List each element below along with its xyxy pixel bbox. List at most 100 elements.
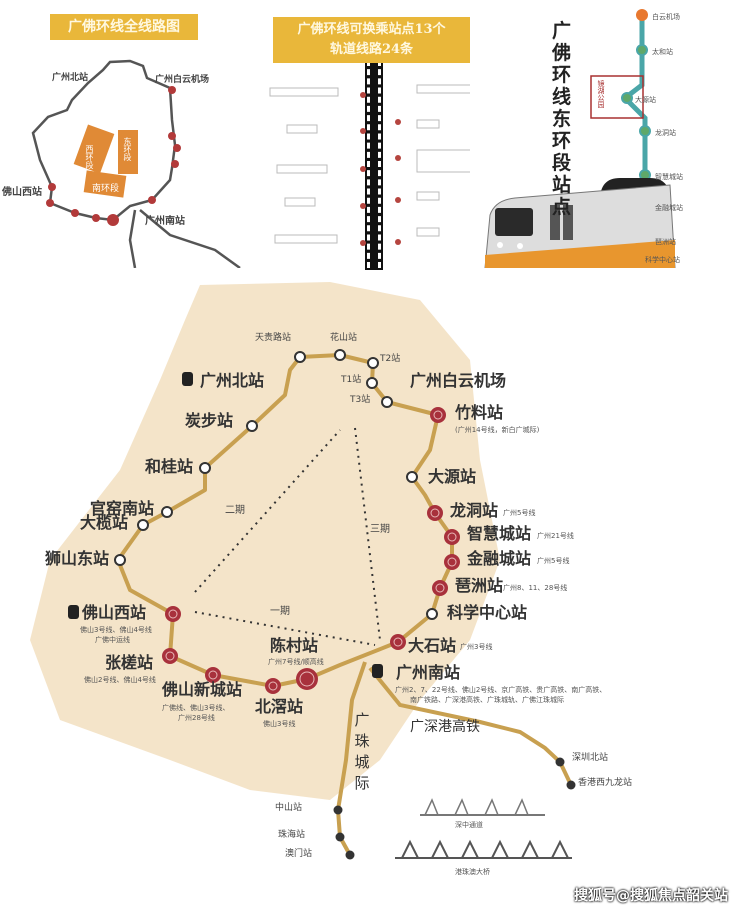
train-station-icon — [372, 664, 383, 678]
terminal-marker — [555, 757, 565, 767]
interchange-ring — [433, 410, 443, 420]
bridge-icon — [521, 839, 539, 859]
east-section-panel: 广佛环线东环段站点 镜湖公园 白云机场 太和站 大源站 龙洞站 智慧城站 金融城… — [470, 0, 740, 268]
station-marker — [381, 396, 393, 408]
interchange-ring — [208, 670, 218, 680]
station-label: 中山站 — [275, 803, 303, 813]
bridge-icon — [401, 839, 419, 859]
east-station-4: 智慧城站 — [655, 173, 683, 181]
station-label: 陈村站 — [270, 636, 319, 655]
gsg-line-label: 广深港高铁 — [410, 719, 480, 735]
station-marker — [426, 608, 438, 620]
station-transfer-lines: 广州8、11、28号线 — [503, 584, 568, 592]
interchange-marker — [390, 634, 406, 650]
east-station-7: 科学中心站 — [645, 256, 680, 264]
overview-label-airport: 广州白云机场 — [155, 75, 210, 85]
station-label: 和桂站 — [145, 457, 194, 476]
phase-1-label: 一期 — [270, 606, 290, 617]
station-label: 狮山东站 — [45, 549, 110, 568]
interchange-ring — [168, 609, 178, 619]
east-section-title: 广佛环线东环段站点 — [552, 20, 572, 218]
station-transfer-lines: 广州21号线 — [537, 532, 574, 540]
route-map-canvas — [30, 282, 576, 860]
segment-east: 东环段 — [123, 137, 132, 161]
station-label: 竹料站 — [455, 403, 504, 422]
east-station-3: 龙洞站 — [655, 129, 676, 137]
station-transfer-lines: 广佛线、佛山3号线、 — [162, 704, 230, 712]
interchange-title-line2: 轨道线路24条 — [329, 42, 414, 57]
station-transfer-lines: 佛山3号线、佛山4号线 — [80, 626, 152, 634]
station-marker — [137, 519, 149, 531]
phase1-arrow — [194, 611, 376, 646]
interchange-title-line1: 广佛环线可换乘站点13个 — [297, 22, 446, 37]
station-label: 广州北站 — [200, 371, 265, 390]
station-marker — [161, 506, 173, 518]
station-marker — [406, 471, 418, 483]
station-marker — [114, 554, 126, 566]
guangzhu-line-label: 广珠城际 — [352, 712, 371, 796]
bridge-icon — [484, 798, 499, 816]
station-label: 大源站 — [428, 467, 477, 486]
overview-label-foshan-west: 佛山西站 — [2, 187, 42, 198]
bridge-icon — [551, 839, 569, 859]
interchange-ring — [393, 637, 403, 647]
station-label: 龙洞站 — [450, 501, 499, 520]
watermark: 搜狐号@搜狐焦点韶关站 — [574, 888, 728, 904]
station-marker — [366, 377, 378, 389]
bridge-icon — [454, 798, 469, 816]
station-label: T3站 — [350, 395, 371, 405]
bridge-icon — [461, 839, 479, 859]
station-label: 花山站 — [330, 333, 358, 343]
station-label: 佛山西站 — [82, 603, 147, 622]
east-station-0: 白云机场 — [652, 13, 680, 21]
station-label: 大石站 — [408, 636, 457, 655]
bridge-icon — [514, 798, 529, 816]
phase-3-label: 三期 — [370, 524, 390, 535]
station-label: 澳门站 — [285, 849, 313, 859]
interchange-marker — [165, 606, 181, 622]
station-label: 天贵路站 — [255, 333, 292, 343]
interchange-marker — [427, 505, 443, 521]
station-marker — [367, 357, 379, 369]
station-transfer-lines: 南广铁路、广深港高铁、广珠城轨、广佛江珠城际 — [410, 696, 564, 704]
station-marker — [294, 351, 306, 363]
overview-title: 广佛环线全线路图 — [50, 14, 198, 40]
overview-route-map — [31, 59, 241, 268]
station-label: 科学中心站 — [447, 603, 528, 622]
interchange-marker — [265, 678, 281, 694]
overview-label-guangzhou-north: 广州北站 — [52, 73, 89, 83]
terminal-marker — [345, 850, 355, 860]
interchange-marker — [444, 554, 460, 570]
station-transfer-lines: 佛山2号线、佛山4号线 — [84, 676, 156, 684]
east-station-2: 大源站 — [635, 96, 656, 104]
terminal-marker — [335, 832, 345, 842]
east-station-5: 金融城站 — [655, 204, 683, 212]
station-label: T1站 — [341, 375, 362, 385]
interchange-ring — [430, 508, 440, 518]
station-transfer-lines: 广州28号线 — [178, 714, 215, 722]
terminal-marker — [566, 780, 576, 790]
station-label: 智慧城站 — [467, 524, 532, 543]
overview-label-guangzhou-south: 广州南站 — [145, 216, 185, 227]
terminal-marker — [333, 805, 343, 815]
interchange-title: 广佛环线可换乘站点13个 轨道线路24条 — [273, 17, 470, 63]
station-transfer-lines: 广州7号线/顺高线 — [268, 658, 324, 666]
segment-south: 南环段 — [92, 184, 120, 194]
station-transfer-lines: 佛山3号线 — [263, 720, 296, 728]
interchange-panel: 广佛环线可换乘站点13个 轨道线路24条 — [265, 0, 470, 270]
station-label: 炭步站 — [185, 411, 234, 430]
station-label: 琶洲站 — [455, 576, 504, 595]
interchange-ring — [447, 557, 457, 567]
segment-west: 西环段 — [85, 145, 94, 169]
station-label: 北滘站 — [255, 697, 304, 716]
interchange-marker — [296, 668, 318, 690]
highlight-label: 镜湖公园 — [597, 80, 605, 108]
interchange-ring — [165, 651, 175, 661]
station-transfer-lines: 广佛中运线 — [95, 636, 130, 644]
overview-map-panel: 广佛环线全线路图 广州北站 广州白云机场 佛山西站 广州南站 西环段 东环段 南… — [0, 0, 265, 268]
interchange-marker — [205, 667, 221, 683]
station-label: 珠海站 — [278, 830, 306, 840]
interchange-marker — [162, 648, 178, 664]
phase2-arrow — [194, 429, 341, 593]
bridge-icon — [431, 839, 449, 859]
